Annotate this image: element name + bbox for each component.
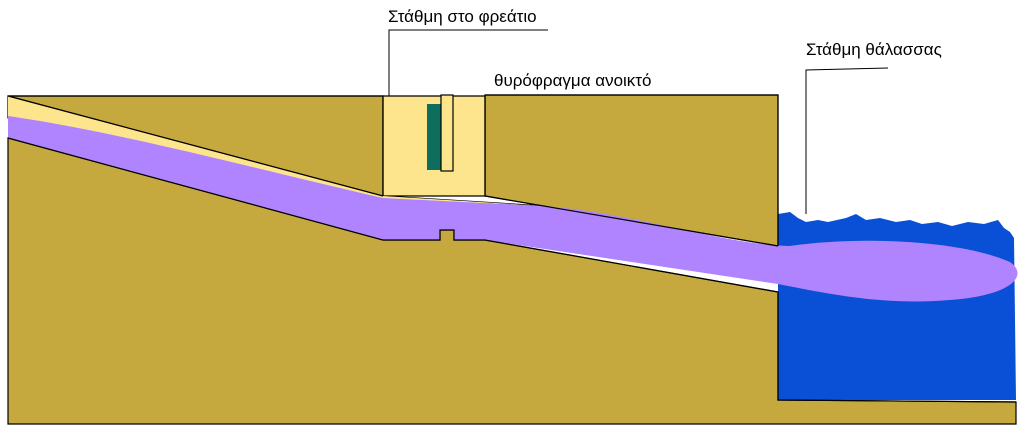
sea-level-label: Στάθμη θάλασσας — [806, 40, 942, 59]
gate-open-label: θυρόφραγμα ανοικτό — [494, 71, 651, 90]
culvert-floor-outline — [7, 137, 1017, 403]
culvert-flow — [8, 116, 1018, 302]
gate-body — [427, 104, 441, 170]
well-level-label: Στάθμη στο φρεάτιο — [388, 7, 537, 26]
well-level-leader — [388, 29, 548, 96]
culvert-ceiling-outline — [7, 94, 779, 247]
sea-water — [778, 212, 1016, 400]
sea-level-leader — [805, 67, 889, 214]
gate-frame — [440, 94, 454, 172]
well-shaft-outline — [382, 96, 486, 196]
